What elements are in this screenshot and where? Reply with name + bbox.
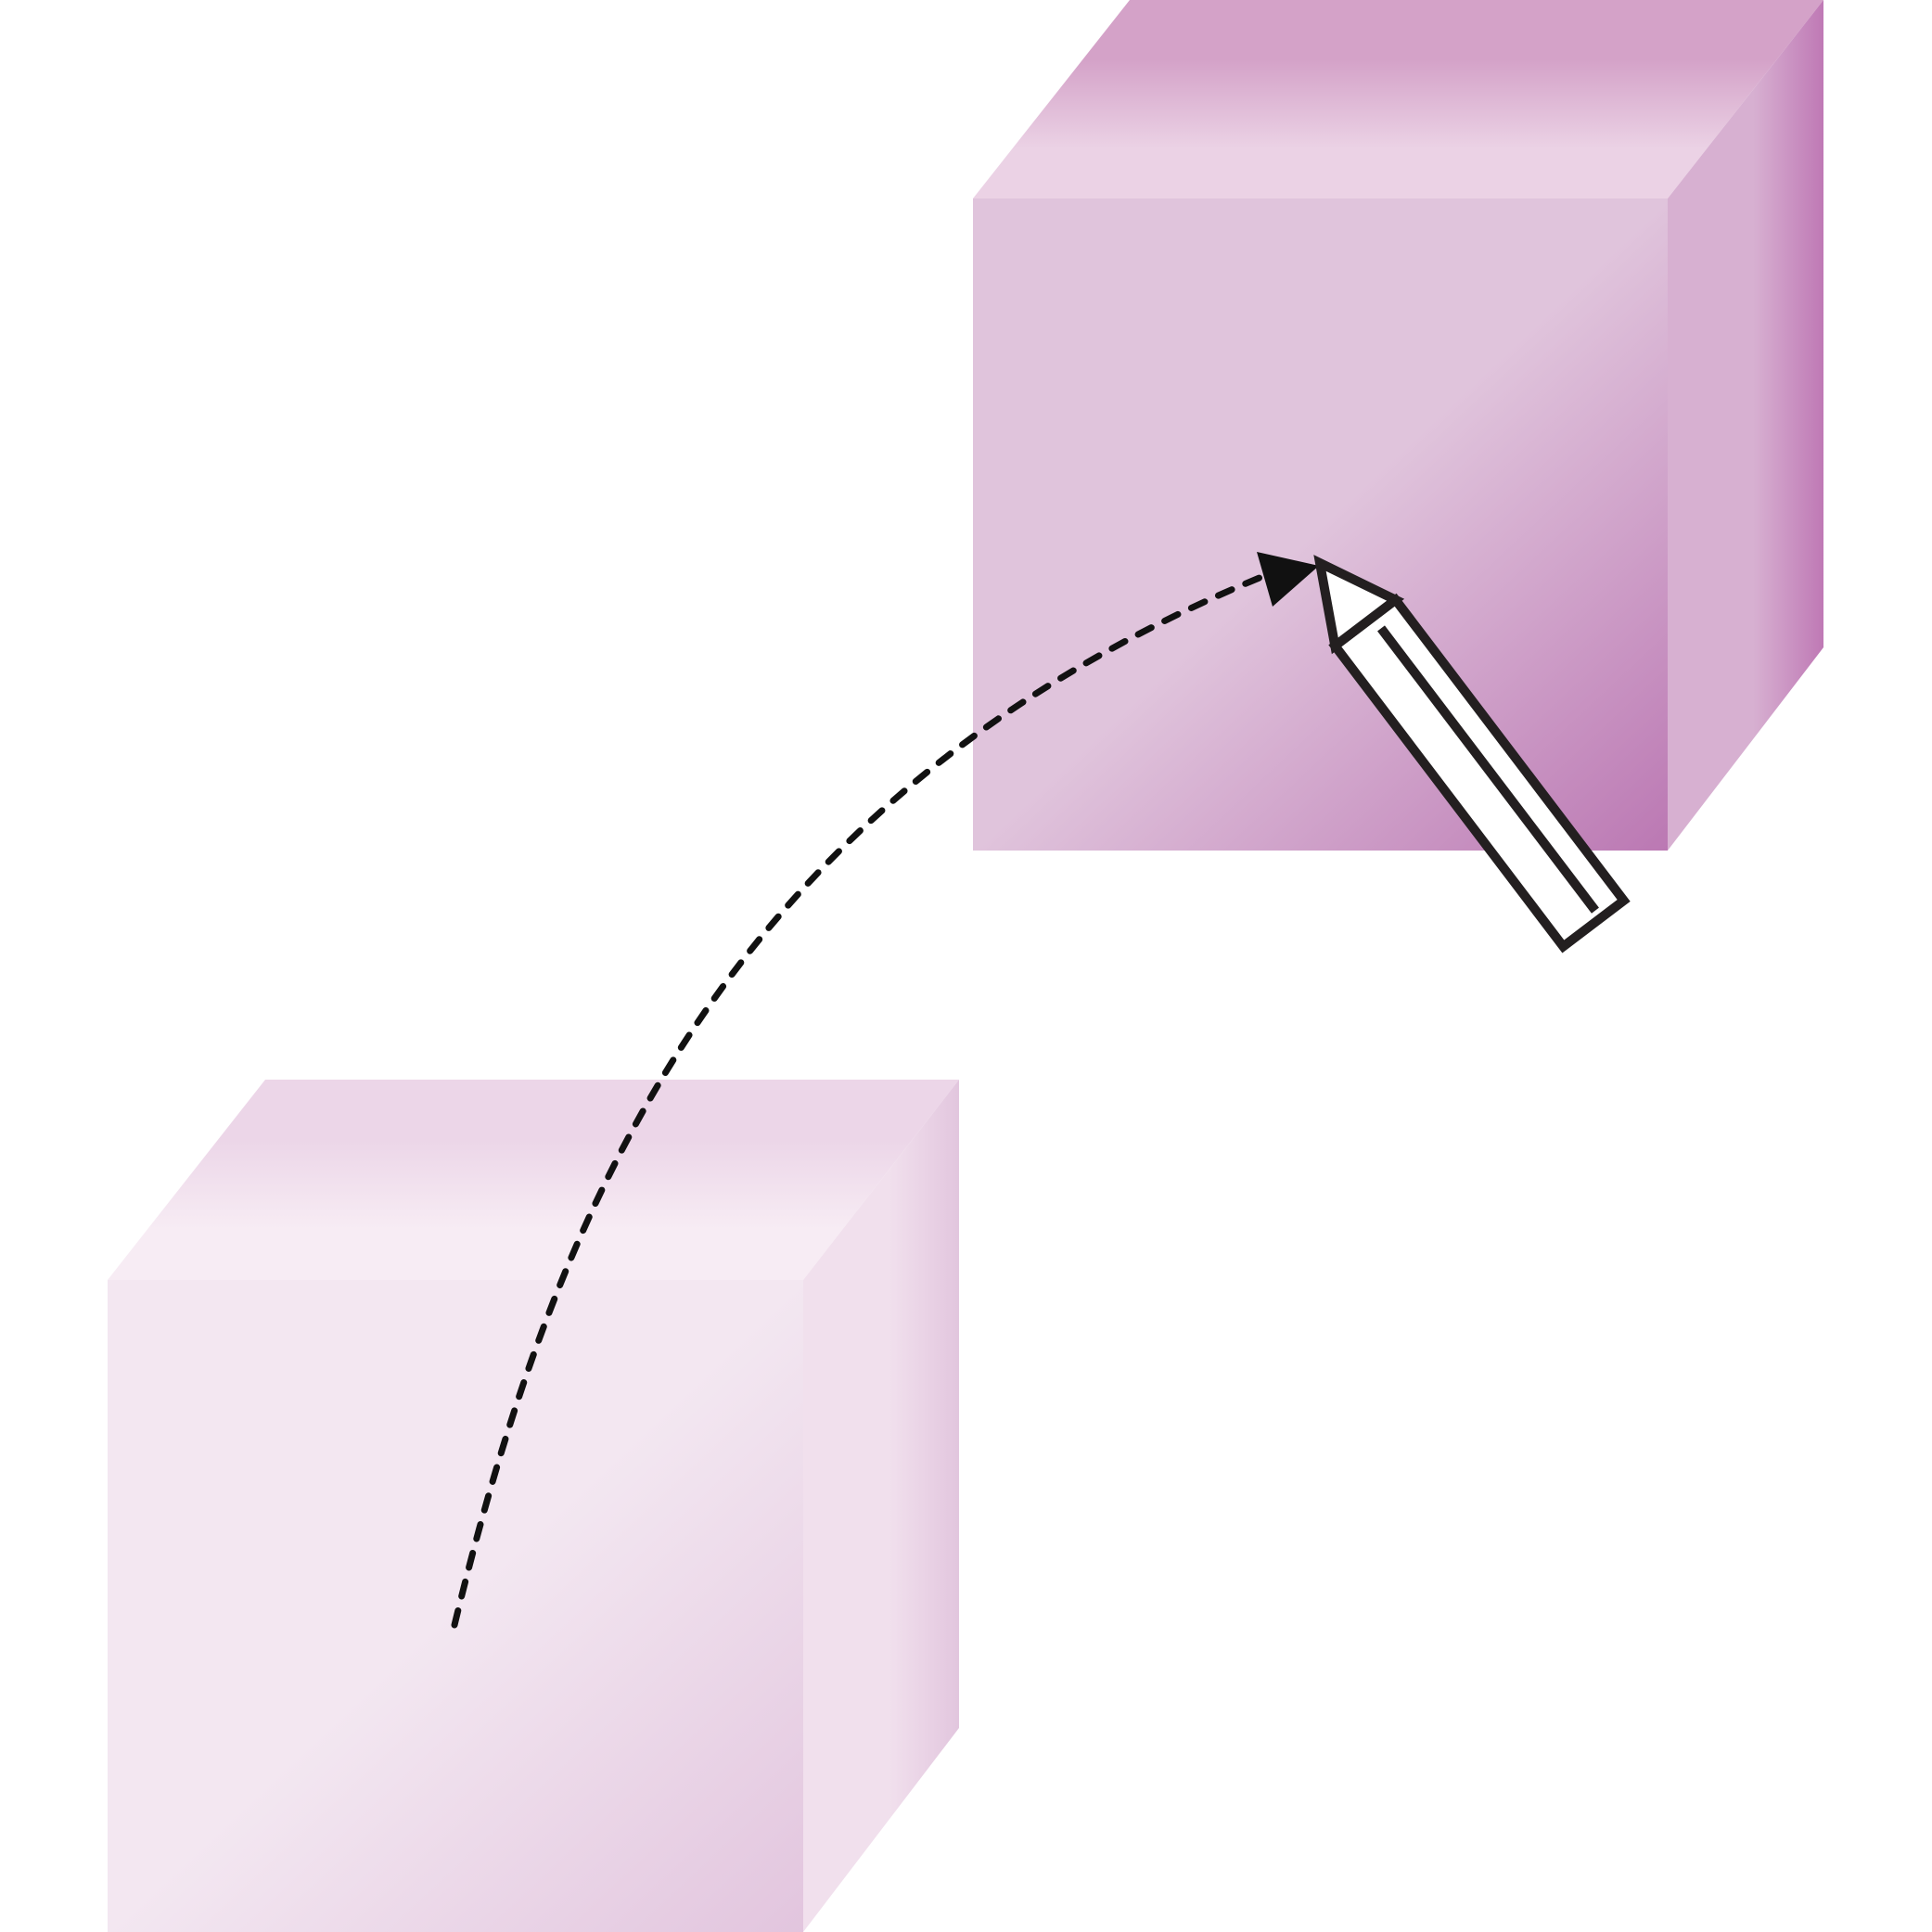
cube-light-side-face — [803, 1080, 959, 1932]
pencil-icon — [1313, 555, 1631, 953]
cube-dark-top-face — [973, 0, 1823, 198]
cube-light-front-face — [108, 1280, 803, 1932]
arrow-shaft — [451, 571, 1270, 1629]
cube-dark-side-face — [1668, 0, 1823, 851]
cube-light — [108, 1080, 959, 1932]
cube-light-top-face — [108, 1080, 959, 1280]
pencil-tip — [1313, 555, 1405, 655]
pencil-inner-line — [1377, 625, 1599, 914]
cube-dark — [973, 0, 1823, 851]
dashed-curved-arrow-icon — [451, 552, 1319, 1629]
arrow-head — [1257, 552, 1319, 607]
cube-dark-front-face — [973, 198, 1668, 851]
